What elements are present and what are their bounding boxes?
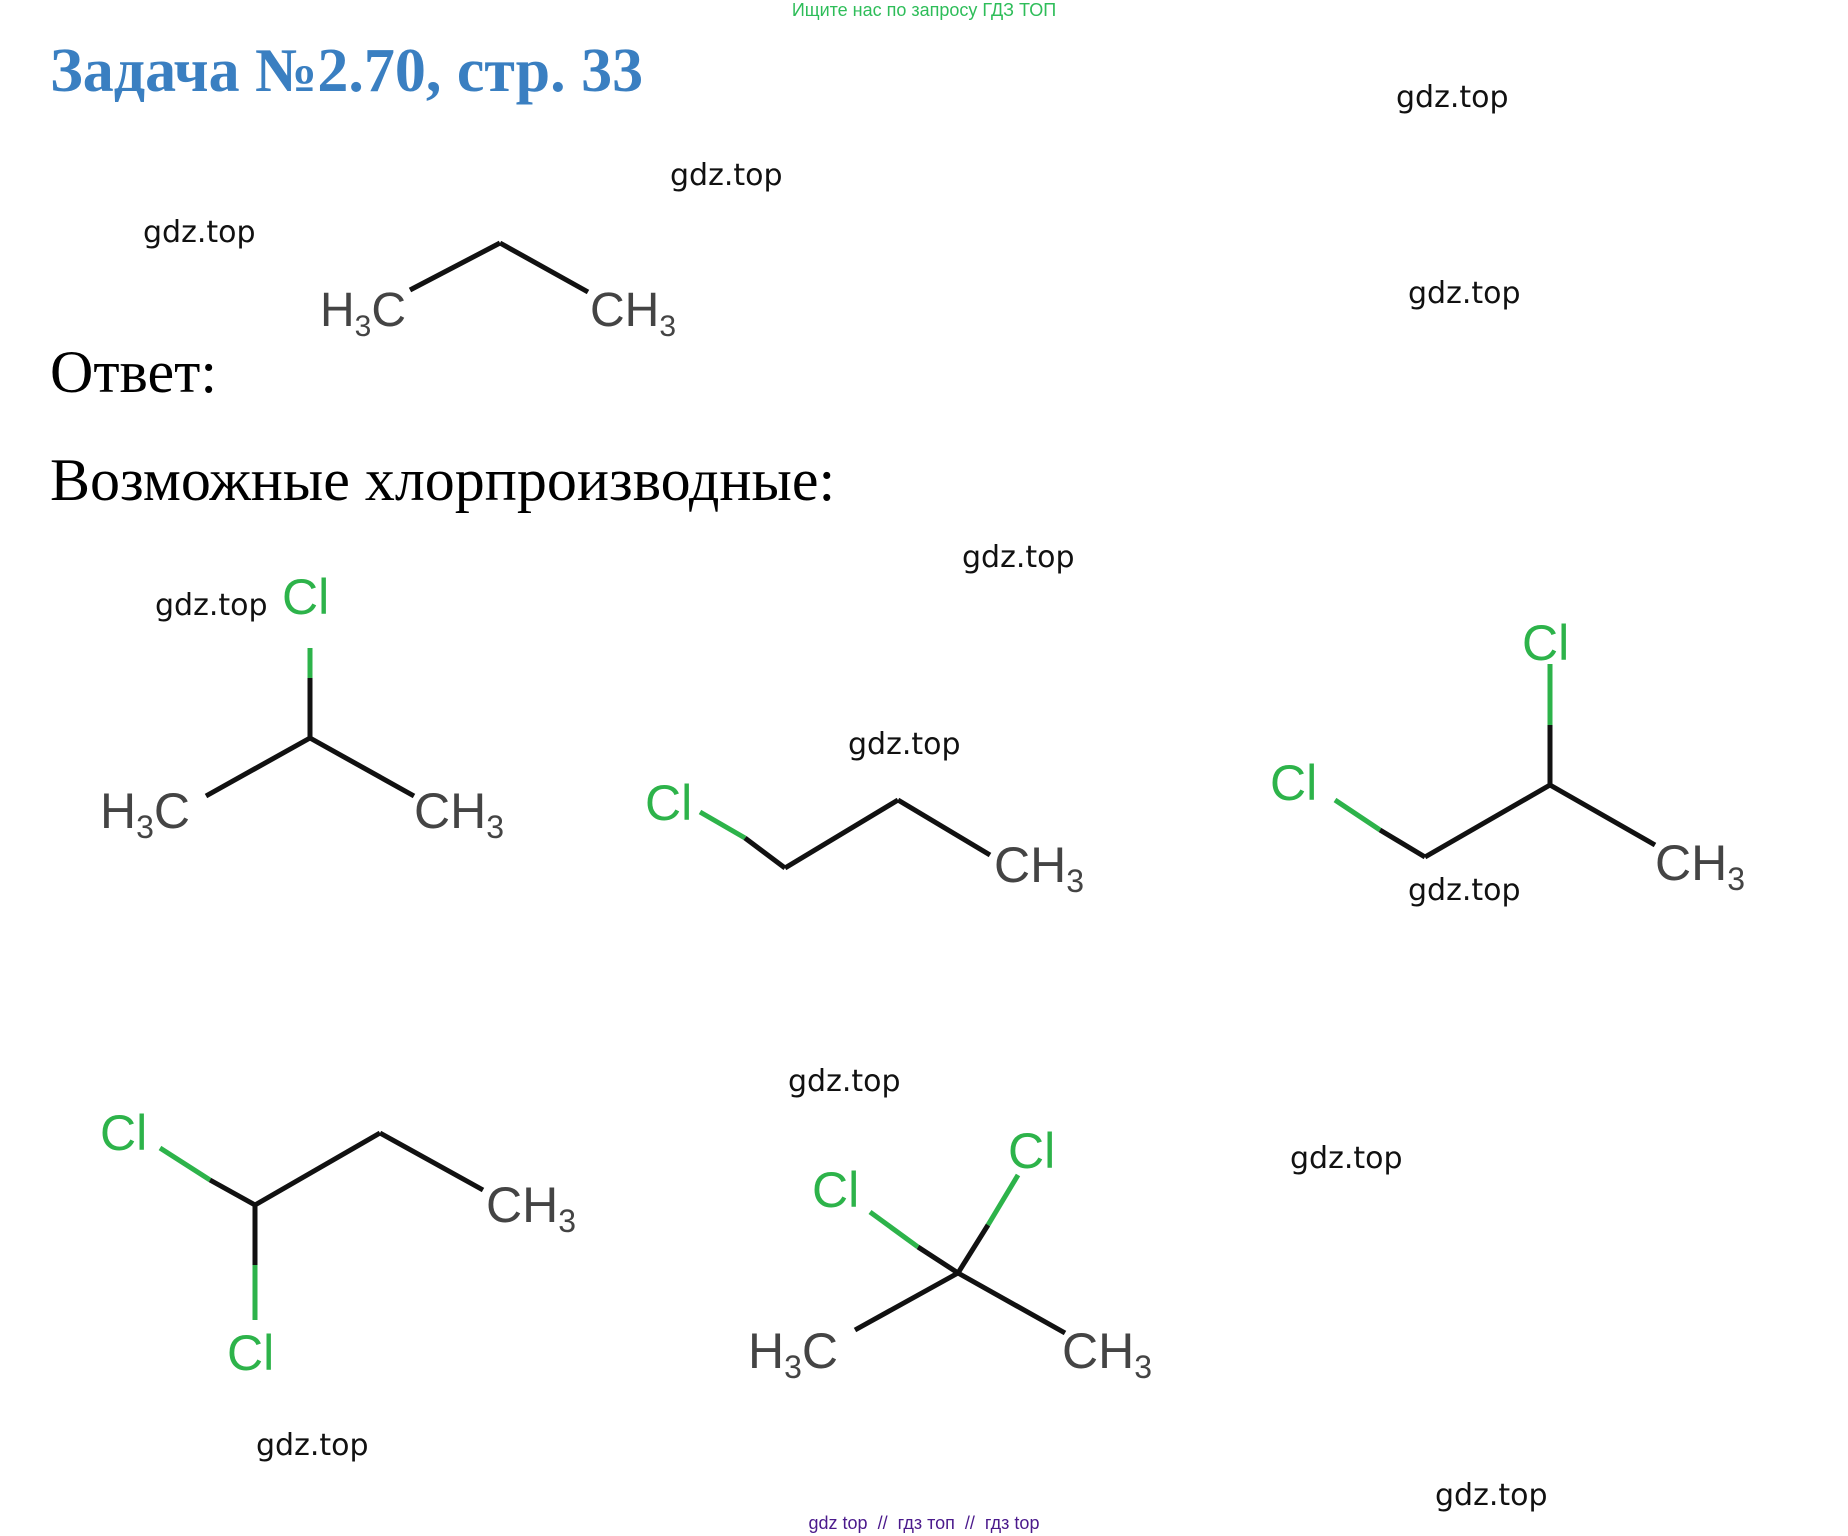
bond (498, 240, 590, 295)
methyl-label-right: CH3 (414, 783, 504, 845)
watermark: gdz.top (962, 540, 1075, 575)
bond (1333, 797, 1382, 833)
propane-structure: H3C CH3 (320, 240, 676, 343)
1-chloropropane-structure: Cl CH3 (645, 775, 1084, 899)
bond (253, 1130, 382, 1208)
watermark: gdz.top (1290, 1141, 1403, 1176)
bond (308, 735, 416, 799)
bond (985, 1173, 1021, 1227)
methyl-label: CH3 (1655, 835, 1745, 897)
chlorine-label: Cl (1008, 1123, 1055, 1179)
bond (1423, 782, 1552, 860)
footer-separator: // (964, 1513, 975, 1533)
2-chloropropane-structure: Cl H3C CH3 (100, 569, 504, 845)
footer-link[interactable]: гдз топ (897, 1513, 955, 1533)
bond (783, 797, 900, 871)
methyl-label-left: H3C (748, 1323, 838, 1385)
bond (896, 797, 992, 858)
top-banner: Ищите нас по запросу ГДЗ ТОП (791, 0, 1057, 20)
chlorine-label: Cl (227, 1325, 274, 1381)
chlorine-label: Cl (282, 569, 329, 625)
chlorine-label: Cl (1522, 615, 1569, 671)
bond (868, 1209, 920, 1250)
watermark: gdz.top (256, 1428, 369, 1463)
answer-label: Ответ: (50, 339, 218, 405)
1,1-dichloropropane-structure: Cl Cl CH3 (100, 1105, 576, 1381)
footer-links: gdz top // гдз топ // гдз top (0, 1513, 1848, 1534)
methyl-label: CH3 (994, 837, 1084, 899)
bond (1548, 782, 1657, 848)
watermark: gdz.top (1408, 276, 1521, 311)
watermark: gdz.top (1435, 1478, 1548, 1513)
bond (408, 240, 502, 293)
bond (955, 1223, 991, 1275)
footer-link[interactable]: гдз top (984, 1513, 1040, 1533)
watermark: gdz.top (155, 588, 268, 623)
footer-link[interactable]: gdz top (808, 1513, 868, 1533)
bond (378, 1130, 485, 1193)
methyl-label-right: CH3 (1062, 1323, 1152, 1385)
methyl-label: CH3 (486, 1177, 576, 1239)
bond (853, 1270, 960, 1333)
bond (204, 735, 312, 799)
chlorine-label: Cl (645, 775, 692, 831)
chlorine-label: Cl (100, 1105, 147, 1161)
watermark: gdz.top (848, 727, 961, 762)
bond (698, 809, 747, 841)
methyl-label-right: CH3 (590, 284, 676, 343)
footer-separator: // (877, 1513, 888, 1533)
methyl-label-left: H3C (320, 284, 406, 343)
watermark: gdz.top (788, 1064, 901, 1099)
page-title: Задача №2.70, стр. 33 (50, 37, 644, 105)
2,2-dichloropropane-structure: Cl Cl H3C CH3 (748, 1123, 1152, 1385)
bond (916, 1244, 960, 1276)
bond (743, 836, 787, 870)
methyl-label-left: H3C (100, 783, 190, 845)
watermark: gdz.top (143, 215, 256, 250)
watermark: gdz.top (1396, 80, 1509, 115)
bond (956, 1270, 1067, 1336)
subheading: Возможные хлорпроизводные: (50, 447, 836, 513)
bond (208, 1177, 257, 1208)
bond (1378, 827, 1427, 860)
bond (158, 1145, 212, 1183)
watermark: gdz.top (1408, 873, 1521, 908)
watermark: gdz.top (670, 158, 783, 193)
chlorine-label: Cl (812, 1162, 859, 1218)
1,2-dichloropropane-structure: Cl Cl CH3 (1270, 615, 1745, 897)
chlorine-label: Cl (1270, 755, 1317, 811)
